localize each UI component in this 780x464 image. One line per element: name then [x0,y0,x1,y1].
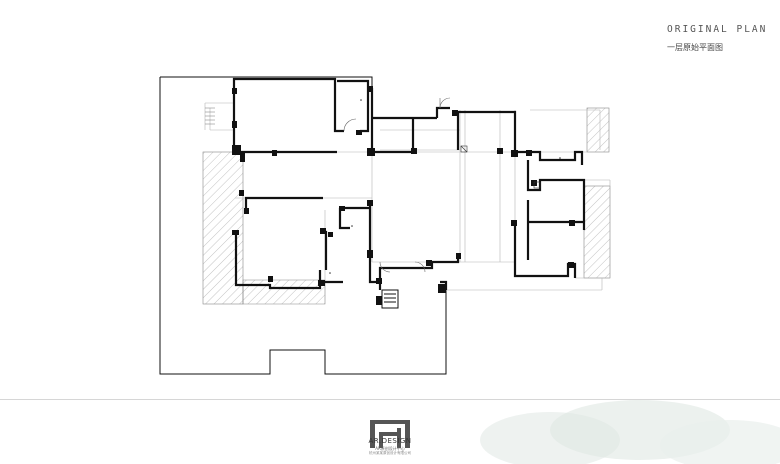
axis-lines [203,102,611,300]
point-markers [329,99,561,274]
stairs-upper-left [205,107,215,125]
site-boundary [159,76,447,375]
ink-wash-decoration [480,400,780,464]
logo-company-name: 杭州某某原创设计有限公司 [369,451,411,455]
columns [232,86,575,305]
markers [460,145,541,189]
footer-divider [0,399,780,400]
page-title: ORIGINAL PLAN [667,24,768,35]
walls [232,77,586,290]
ar-design-logo [370,420,410,448]
door-swings [343,97,451,273]
floor-plan-drawing [159,76,611,375]
hatched-terraces [202,107,611,305]
page-subtitle: 一层原始平面图 [667,43,723,52]
logo-subtext: AR原创设计中心 [375,446,405,451]
entrance-steps [381,289,399,309]
logo-wordmark: AR.DESIGN [368,437,412,445]
